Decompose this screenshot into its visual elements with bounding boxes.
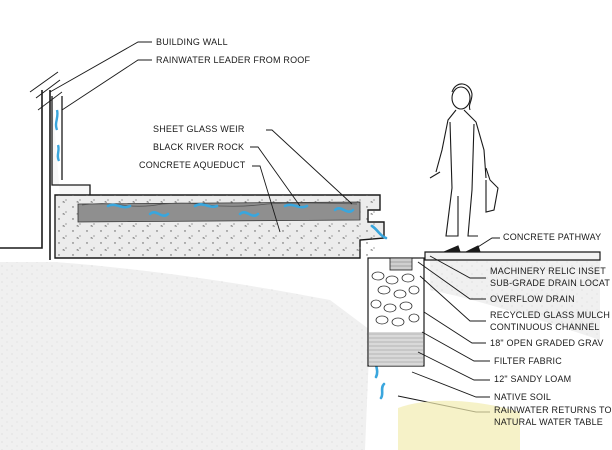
label-open-graded-gravel: 18" OPEN GRADED GRAV bbox=[490, 338, 604, 348]
concrete-pathway bbox=[424, 251, 601, 261]
building-wall bbox=[0, 71, 63, 260]
label-sandy-loam: 12" SANDY LOAM bbox=[494, 374, 572, 384]
label-recycled-glass-1: RECYCLED GLASS MULCH bbox=[490, 310, 611, 320]
rainwater-leader bbox=[51, 96, 91, 197]
native-soil-area bbox=[0, 255, 600, 450]
label-sheet-glass-weir: SHEET GLASS WEIR bbox=[153, 124, 245, 134]
person-figure bbox=[429, 83, 499, 253]
label-rainwater-leader: RAINWATER LEADER FROM ROOF bbox=[156, 55, 311, 65]
label-concrete-aqueduct: CONCRETE AQUEDUCT bbox=[139, 160, 246, 170]
watermark bbox=[398, 400, 520, 450]
label-rainwater-returns-2: NATURAL WATER TABLE bbox=[494, 417, 603, 427]
label-native-soil: NATIVE SOIL bbox=[494, 392, 552, 402]
drain-trench bbox=[367, 257, 425, 367]
label-black-river-rock: BLACK RIVER ROCK bbox=[153, 142, 245, 152]
label-concrete-pathway: CONCRETE PATHWAY bbox=[503, 232, 602, 242]
label-machinery-relic-1: MACHINERY RELIC INSET bbox=[490, 266, 606, 276]
label-overflow-drain: OVERFLOW DRAIN bbox=[490, 294, 575, 304]
label-rainwater-returns-1: RAINWATER RETURNS TO bbox=[494, 405, 612, 415]
label-recycled-glass-2: CONTINUOUS CHANNEL bbox=[490, 322, 600, 332]
label-machinery-relic-2: SUB-GRADE DRAIN LOCAT bbox=[490, 278, 611, 288]
callout-leaders bbox=[49, 41, 500, 413]
black-river-rock bbox=[77, 201, 361, 223]
label-filter-fabric: FILTER FABRIC bbox=[494, 356, 562, 366]
label-building-wall: BUILDING WALL bbox=[156, 37, 228, 47]
